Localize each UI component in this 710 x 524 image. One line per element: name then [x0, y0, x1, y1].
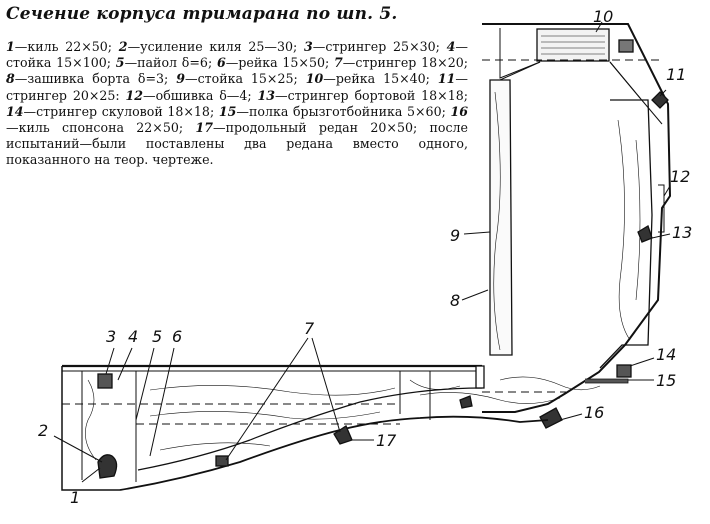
- callout-12: 12: [670, 167, 690, 186]
- callout-9: 9: [450, 226, 460, 245]
- callout-5: 5: [152, 327, 162, 346]
- legend-entry-10: 10—рейка 15×40;: [305, 71, 430, 87]
- legend-entry-11: 11—стрингер 20×25:: [6, 71, 468, 103]
- callout-10: 10: [593, 7, 613, 26]
- callout-2: 2: [38, 421, 48, 440]
- callout-1: 1: [70, 488, 80, 507]
- callout-15: 15: [656, 371, 676, 390]
- legend-entry-6: 6—рейка 15×50;: [216, 55, 330, 71]
- callout-11: 11: [666, 65, 686, 84]
- callout-13: 13: [672, 223, 692, 242]
- legend-entry-8: 8—зашивка борта δ=3;: [6, 71, 169, 87]
- figure-title: Сечение корпуса тримарана по шп. 5.: [6, 4, 398, 24]
- leader-lines: [53, 21, 671, 483]
- legend-entry-15: 15—полка брызготбойника 5×60;: [218, 103, 446, 119]
- callout-3: 3: [106, 327, 116, 346]
- legend-entry-7: 7—стрингер 18×20;: [334, 55, 468, 71]
- callout-6: 6: [172, 327, 182, 346]
- legend-entry-16: 16—киль спонсона 22×50;: [6, 103, 468, 136]
- legend-entry-4: 4—стойка 15×100;: [6, 39, 468, 71]
- callout-16: 16: [584, 403, 604, 422]
- legend-entry-12: 12—обшивка δ—4;: [125, 87, 252, 103]
- callout-14: 14: [656, 345, 676, 364]
- callout-8: 8: [450, 291, 460, 310]
- legend-entry-1: 1—киль 22×50;: [6, 39, 113, 54]
- legend-entry-17: 17—продольный редан 20×50; после испытан…: [6, 120, 468, 168]
- callout-7: 7: [304, 319, 315, 338]
- callout-4: 4: [128, 327, 138, 346]
- legend-entry-2: 2—усиление киля 25—30;: [118, 39, 298, 54]
- callout-labels: 1 2 3 4 5 6 7 8 9 10 11 12 13 14 15 16 1…: [38, 7, 692, 507]
- legend-entry-14: 14—стрингер скуловой 18×18;: [6, 103, 215, 119]
- legend-text: 1—киль 22×50; 2—усиление киля 25—30; 3—с…: [6, 39, 468, 169]
- legend-entry-3: 3—стрингер 25×30;: [303, 39, 440, 54]
- legend-entry-5: 5—пайол δ=6;: [115, 55, 213, 71]
- sponson-section: [419, 23, 672, 429]
- legend-entry-13: 13—стрингер бортовой 18×18;: [257, 87, 468, 103]
- callout-17: 17: [376, 431, 397, 450]
- legend-entry-9: 9—стойка 15×25;: [176, 71, 298, 87]
- main-hull-section: [61, 364, 549, 491]
